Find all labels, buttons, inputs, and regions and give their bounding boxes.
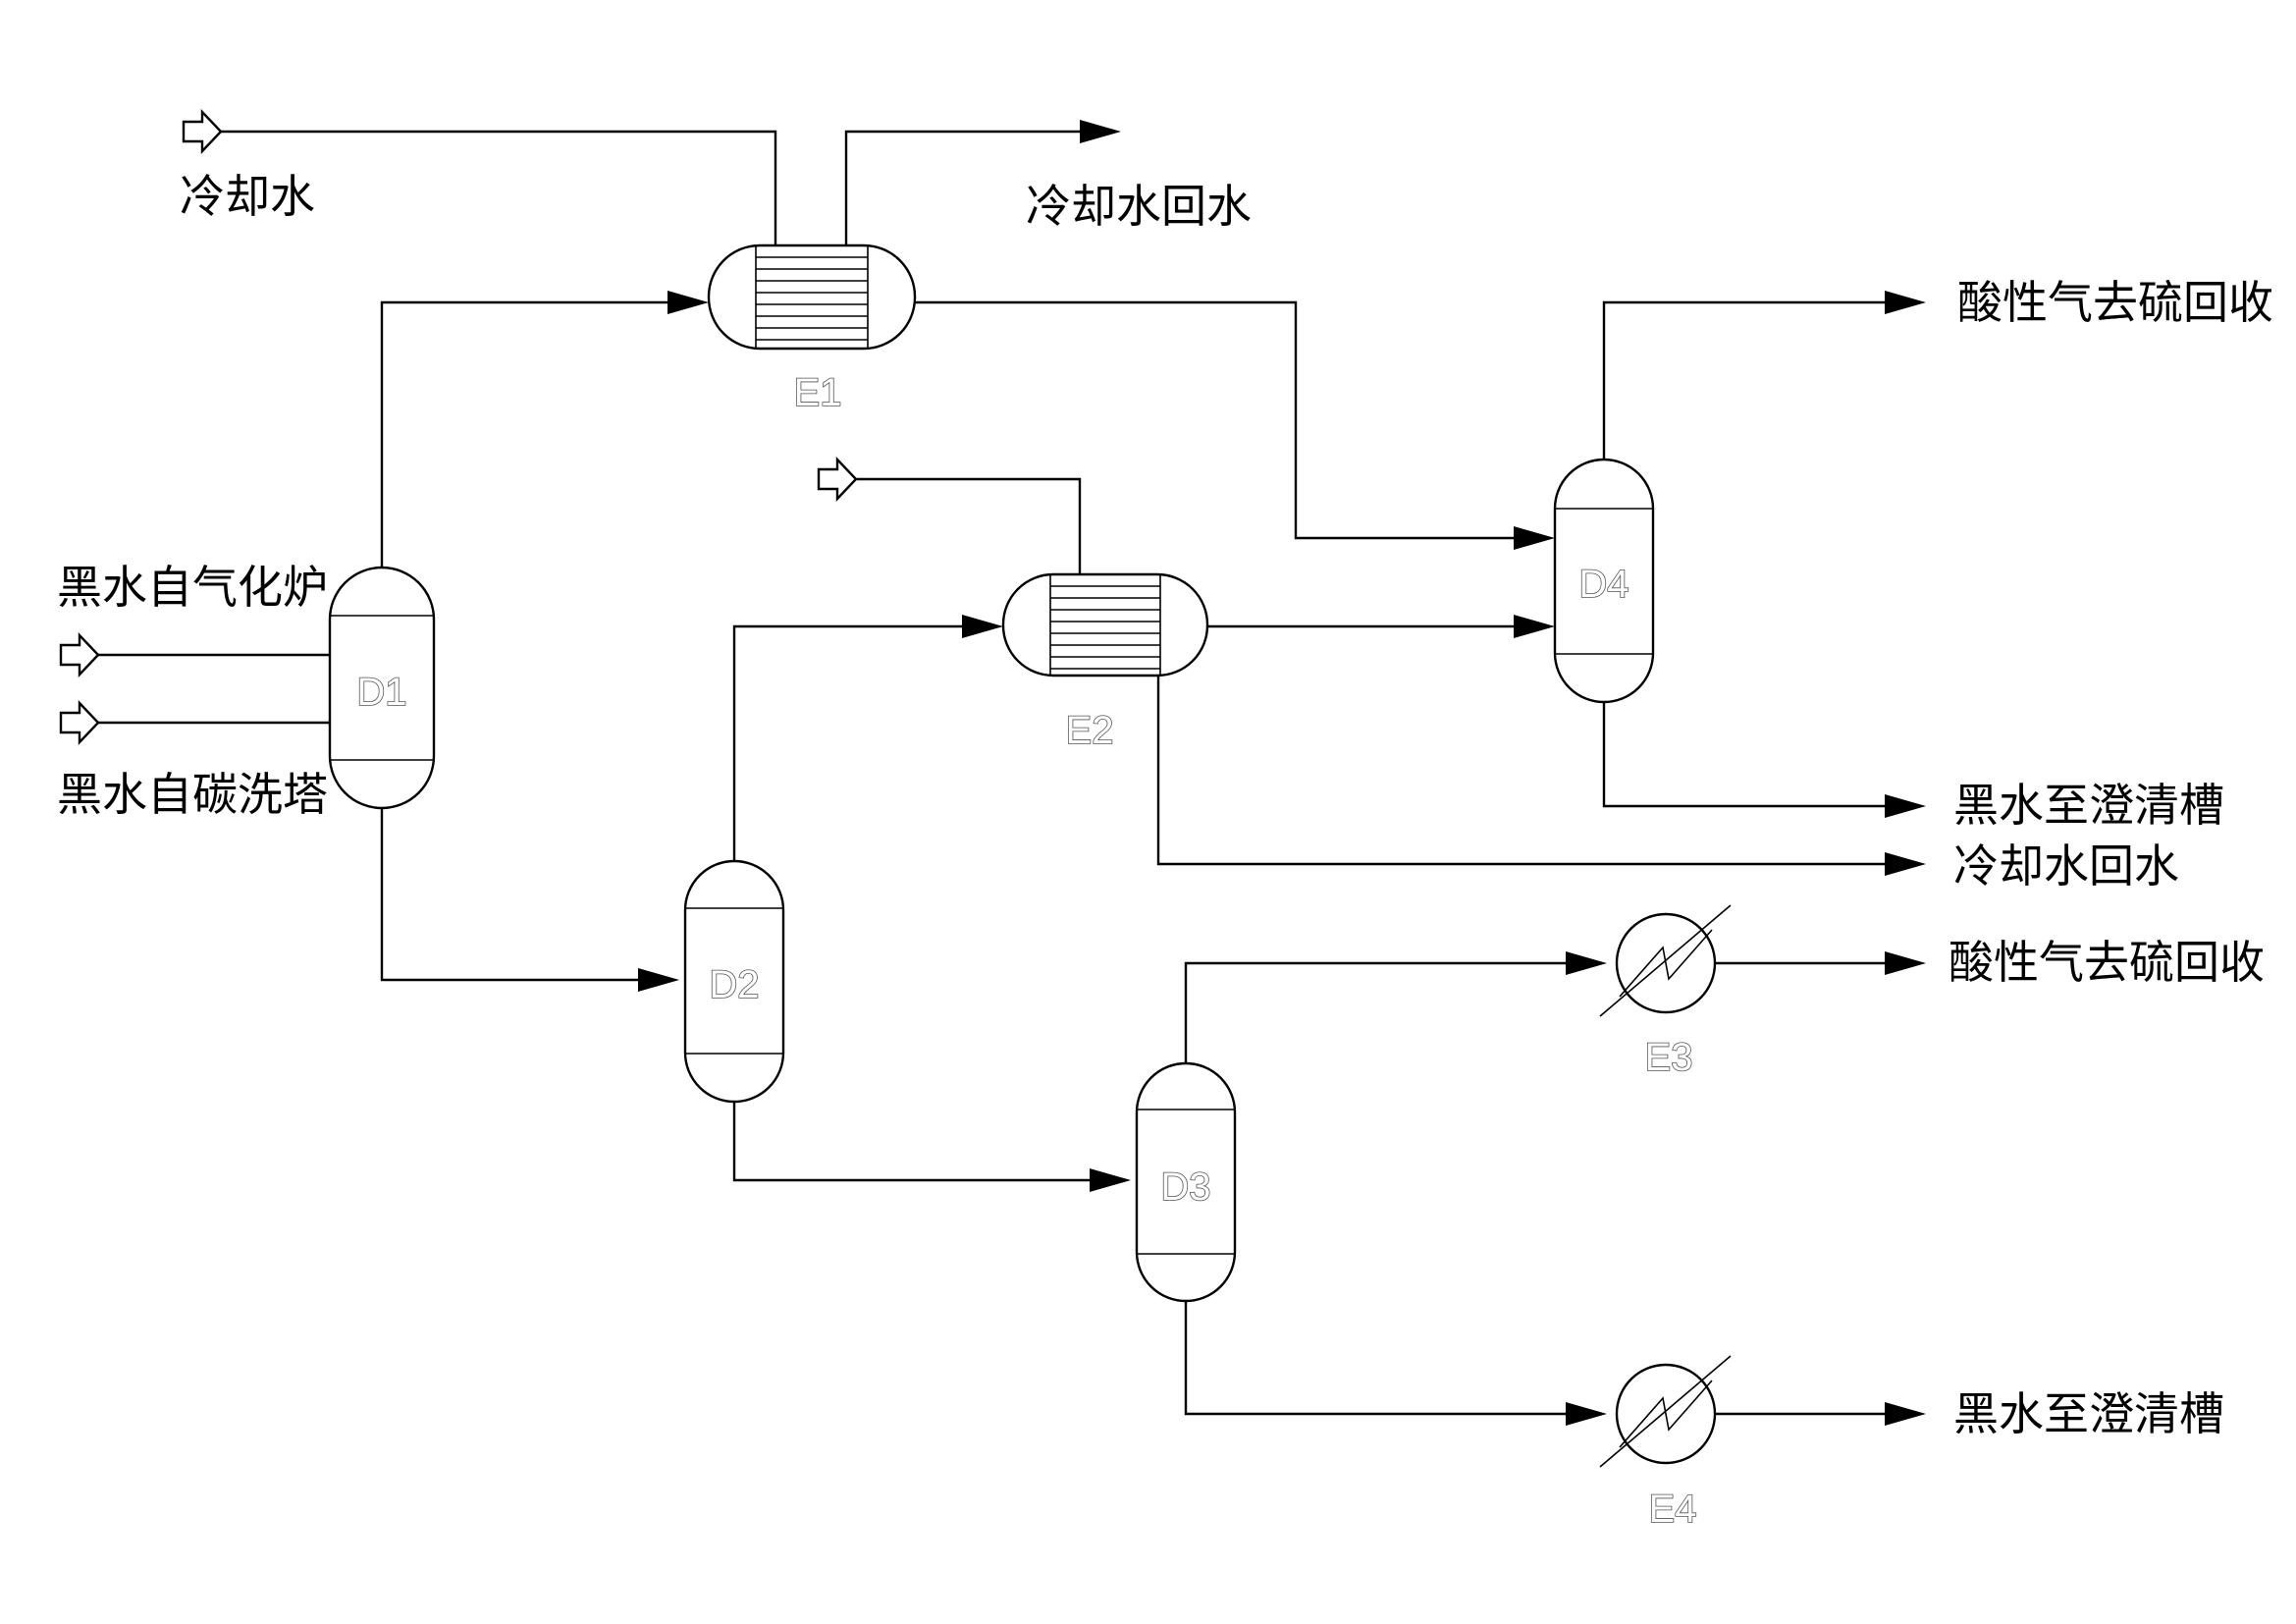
label-black-water-from-gasifier: 黑水自气化炉 bbox=[57, 561, 328, 614]
label-cooling-water-return-e2: 冷却水回水 bbox=[1953, 839, 2179, 893]
arrow-into-d4-lower bbox=[1514, 615, 1555, 638]
pipe-d2-to-e2 bbox=[732, 624, 962, 861]
pipe-feed-to-e2 bbox=[856, 477, 1082, 574]
heat-exchanger-e1-label: E1 bbox=[794, 371, 842, 414]
arrow-into-d2 bbox=[638, 968, 679, 992]
pipe-d1-to-e1 bbox=[380, 300, 667, 568]
heat-exchanger-e2-label: E2 bbox=[1066, 709, 1114, 752]
heat-exchanger-e4: E4 bbox=[1599, 1355, 1732, 1532]
heat-exchanger-e1: E1 bbox=[707, 244, 917, 415]
label-acid-gas-out-1: 酸性气去硫回收 bbox=[1957, 276, 2273, 329]
label-black-water-from-scrubber: 黑水自碳洗塔 bbox=[57, 768, 328, 821]
pipe-d4-to-acid-gas bbox=[1602, 300, 1885, 460]
feed-arrow-scrubber bbox=[59, 699, 100, 746]
label-acid-gas-out-2: 酸性气去硫回收 bbox=[1949, 936, 2265, 989]
heat-exchanger-e4-label: E4 bbox=[1649, 1488, 1697, 1531]
heat-exchanger-e3: E3 bbox=[1599, 904, 1732, 1080]
feed-arrows bbox=[59, 108, 858, 746]
stream-labels: 冷却水 冷却水回水 酸性气去硫回收 黑水自气化炉 黑水自碳洗塔 黑水至澄清槽 冷… bbox=[57, 170, 2273, 1440]
arrow-cooling-water-return-e2 bbox=[1885, 852, 1926, 876]
arrow-into-d3 bbox=[1090, 1168, 1131, 1192]
label-cooling-water-return-top: 冷却水回水 bbox=[1026, 180, 1252, 233]
feed-arrow-gasifier bbox=[59, 631, 100, 678]
pipes bbox=[98, 130, 1885, 1416]
vessel-d3: D3 bbox=[1135, 1061, 1237, 1303]
feed-arrow-cooling-water bbox=[182, 108, 223, 155]
vessel-d4: D4 bbox=[1553, 458, 1655, 704]
arrow-into-e4 bbox=[1566, 1402, 1607, 1426]
arrow-clarifier-out-1 bbox=[1885, 794, 1926, 818]
arrow-acid-gas-out-2 bbox=[1885, 951, 1926, 975]
flow-arrows bbox=[638, 120, 1926, 1426]
vessel-d1-label: D1 bbox=[356, 671, 406, 714]
vessel-d2-label: D2 bbox=[709, 963, 759, 1006]
arrow-cooling-water-return bbox=[1080, 120, 1121, 143]
pipe-d4-to-clarifier bbox=[1602, 702, 1885, 808]
pipe-cooling-water-to-e1 bbox=[221, 130, 777, 245]
label-black-water-to-clarifier-2: 黑水至澄清槽 bbox=[1953, 1387, 2224, 1440]
pipe-e1-to-cooling-water-return bbox=[844, 130, 1080, 245]
arrow-clarifier-out-2 bbox=[1885, 1402, 1926, 1426]
pipe-e1-to-d4 bbox=[915, 300, 1514, 540]
feed-arrow-e2 bbox=[817, 456, 858, 503]
pipe-e2-to-cooling-water-return bbox=[1156, 676, 1885, 866]
pipe-d2-to-d3 bbox=[732, 1102, 1090, 1182]
pipe-d3-to-e3 bbox=[1184, 961, 1566, 1063]
arrow-into-e2 bbox=[962, 615, 1003, 638]
pipe-d3-to-e4 bbox=[1184, 1301, 1566, 1416]
arrow-into-e3 bbox=[1566, 951, 1607, 975]
label-cooling-water-in: 冷却水 bbox=[180, 170, 315, 223]
pipe-d1-to-d2 bbox=[380, 808, 638, 982]
vessel-d1: D1 bbox=[328, 566, 436, 810]
arrow-acid-gas-out-1 bbox=[1885, 291, 1926, 314]
arrow-into-e1 bbox=[667, 291, 709, 314]
arrow-into-d4-upper bbox=[1514, 526, 1555, 550]
vessel-d4-label: D4 bbox=[1578, 563, 1629, 606]
vessel-d3-label: D3 bbox=[1160, 1165, 1210, 1209]
vessel-d2: D2 bbox=[683, 859, 785, 1104]
heat-exchanger-e2: E2 bbox=[1001, 572, 1209, 753]
label-black-water-to-clarifier-1: 黑水至澄清槽 bbox=[1953, 779, 2224, 832]
heat-exchanger-e3-label: E3 bbox=[1645, 1036, 1693, 1079]
